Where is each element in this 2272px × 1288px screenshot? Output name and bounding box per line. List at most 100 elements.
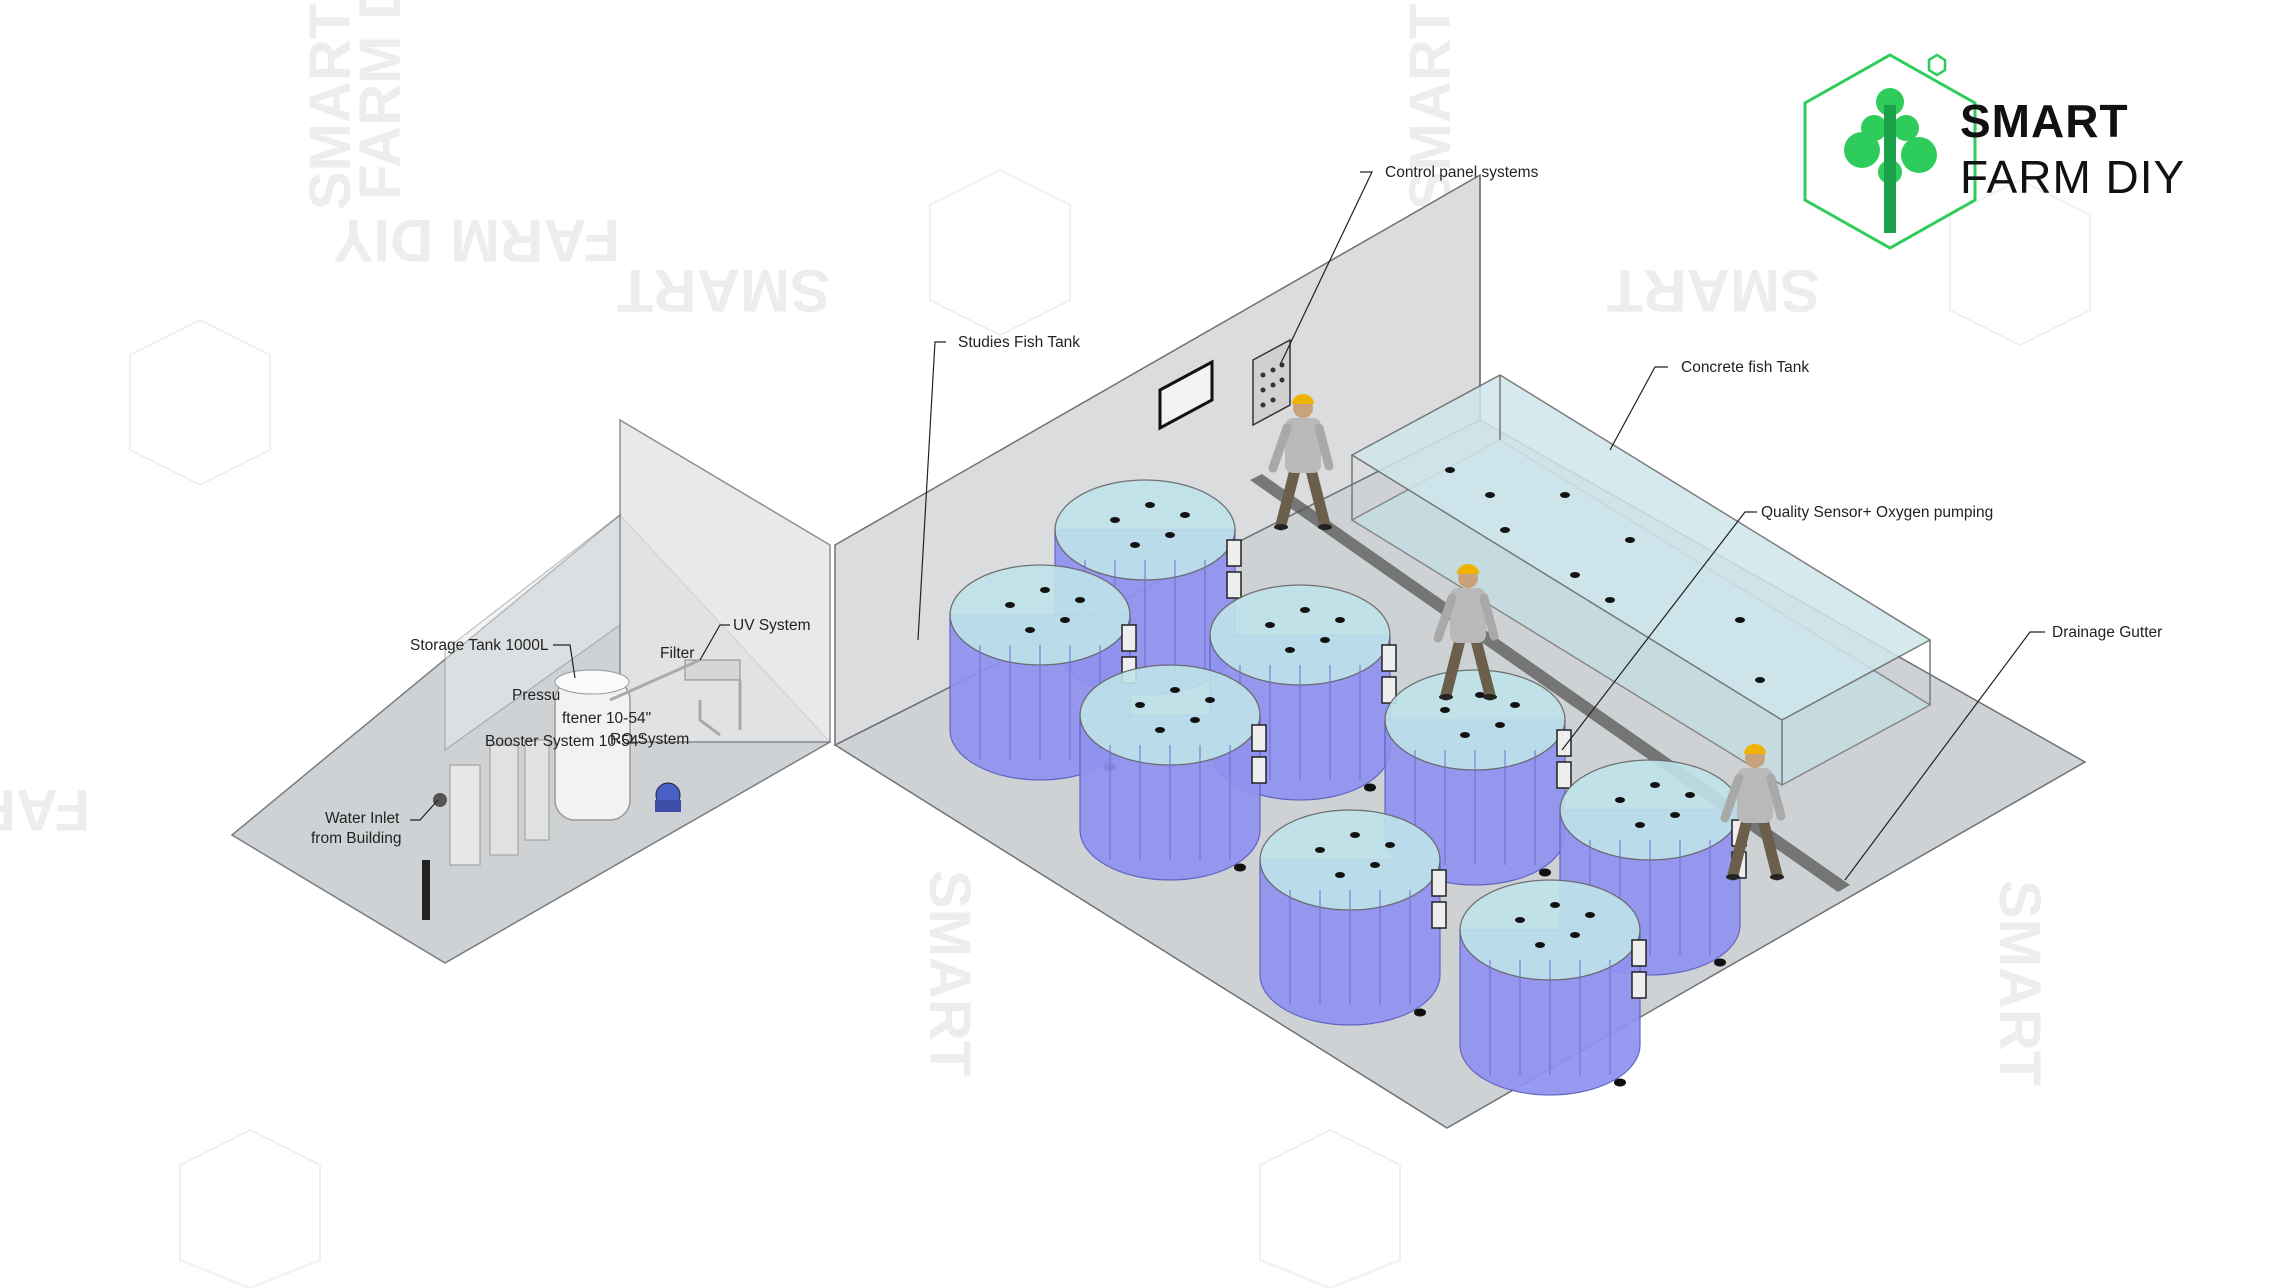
fish-tank bbox=[949, 564, 1137, 781]
fish bbox=[1300, 607, 1310, 613]
logo-small-hexagon bbox=[1927, 53, 1947, 77]
wall-monitor bbox=[1158, 359, 1214, 431]
fish bbox=[1515, 917, 1525, 923]
fish bbox=[1005, 602, 1015, 608]
water-treatment-room bbox=[230, 418, 832, 964]
drain-outlet bbox=[1364, 783, 1376, 792]
leader-quality-sensor bbox=[1561, 511, 1757, 751]
quality-sensor-box bbox=[1431, 869, 1447, 897]
plant-icon bbox=[1844, 88, 1937, 233]
watermark-text: FARM DIY bbox=[333, 207, 620, 274]
worker-arms bbox=[1268, 423, 1334, 473]
fish bbox=[1615, 797, 1625, 803]
watermark-text: SMART bbox=[1987, 880, 2052, 1086]
booster-system bbox=[449, 764, 481, 866]
studies-fish-tanks bbox=[949, 479, 1747, 1096]
worker-torso bbox=[1737, 768, 1773, 823]
annotation-labels: Control panel systems Studies Fish Tank … bbox=[311, 164, 2162, 847]
fish bbox=[1145, 502, 1155, 508]
watermark-text: SMART bbox=[298, 4, 363, 210]
watermark-hexagon bbox=[129, 318, 271, 487]
worker-shoe bbox=[1274, 524, 1288, 530]
workers bbox=[1268, 394, 1786, 881]
fish bbox=[1650, 782, 1660, 788]
watermark-text: SMART bbox=[617, 257, 830, 324]
label-uv-system: UV System bbox=[733, 617, 811, 634]
leader-storage-tank bbox=[553, 644, 576, 679]
drain-outlet bbox=[1714, 958, 1726, 967]
fish bbox=[1550, 902, 1560, 908]
oxygen-pump-box bbox=[1251, 756, 1267, 784]
watermark-text: SMART bbox=[1607, 257, 1820, 324]
label-water-inlet-1: Water Inlet bbox=[325, 810, 400, 827]
uv-system bbox=[684, 659, 741, 681]
fish bbox=[1180, 512, 1190, 518]
control-panel-buttons bbox=[1260, 362, 1285, 408]
quality-sensor-box bbox=[1556, 729, 1572, 757]
worker-legs bbox=[1275, 464, 1331, 531]
fish bbox=[1265, 622, 1275, 628]
fish bbox=[1170, 687, 1180, 693]
fish bbox=[1685, 792, 1695, 798]
watermark-text: SMART bbox=[1398, 4, 1463, 210]
watermark-hexagon bbox=[179, 1128, 321, 1288]
worker bbox=[1268, 394, 1334, 531]
fish bbox=[1155, 727, 1165, 733]
concrete-tank-fish bbox=[1445, 467, 1765, 683]
fish bbox=[1130, 542, 1140, 548]
drain-outlet bbox=[1414, 1008, 1426, 1017]
hard-hat-icon bbox=[1292, 394, 1314, 404]
label-pressure: Pressu bbox=[512, 687, 560, 704]
drain-outlet bbox=[1539, 868, 1551, 877]
label-ro-system: RO System bbox=[610, 731, 689, 748]
room-glass-wall bbox=[444, 513, 621, 752]
oxygen-pump-box bbox=[1631, 971, 1647, 999]
worker-arms bbox=[1720, 773, 1786, 823]
hard-hat-icon bbox=[1744, 744, 1766, 754]
fish bbox=[1585, 912, 1595, 918]
worker-torso bbox=[1285, 418, 1321, 473]
watermark-hexagon bbox=[1259, 1128, 1401, 1288]
fish bbox=[1460, 732, 1470, 738]
brand-logo: SMART FARM DIY bbox=[1803, 53, 2184, 250]
worker-shoe bbox=[1483, 694, 1497, 700]
quality-sensor-box bbox=[1121, 624, 1137, 652]
watermark-text: FARM DIY bbox=[0, 777, 90, 842]
label-quality-sensor: Quality Sensor+ Oxygen pumping bbox=[1761, 504, 1993, 521]
storage-tank-top bbox=[554, 669, 630, 695]
fish bbox=[1570, 932, 1580, 938]
fish bbox=[1385, 842, 1395, 848]
leader-control-panel bbox=[1279, 171, 1373, 366]
worker-shoe bbox=[1726, 874, 1740, 880]
water-inlet-pipe bbox=[433, 793, 447, 807]
label-drainage: Drainage Gutter bbox=[2052, 624, 2162, 641]
fish bbox=[1350, 832, 1360, 838]
worker bbox=[1720, 744, 1786, 881]
worker-shoe bbox=[1439, 694, 1453, 700]
inlet-handle bbox=[422, 860, 430, 920]
filter-cylinder bbox=[524, 739, 550, 841]
ro-pump-base bbox=[655, 800, 681, 812]
fish bbox=[1205, 697, 1215, 703]
leader-uv-system bbox=[699, 624, 730, 661]
fish-tank bbox=[1079, 664, 1267, 881]
label-softener: ftener 10-54" bbox=[562, 710, 651, 727]
label-storage-tank: Storage Tank 1000L bbox=[410, 637, 549, 654]
worker-legs bbox=[1727, 814, 1783, 881]
oxygen-pump-box bbox=[1556, 761, 1572, 789]
label-water-inlet-2: from Building bbox=[311, 830, 401, 847]
fish bbox=[1320, 637, 1330, 643]
storage-tank bbox=[554, 679, 631, 821]
fish bbox=[1475, 692, 1485, 698]
watermark-text: SMART bbox=[917, 870, 982, 1076]
worker-shoe bbox=[1318, 524, 1332, 530]
label-concrete-tank: Concrete fish Tank bbox=[1681, 359, 1809, 376]
quality-sensor-box bbox=[1631, 939, 1647, 967]
worker-shoe bbox=[1770, 874, 1784, 880]
fish bbox=[1440, 707, 1450, 713]
worker-legs bbox=[1440, 634, 1496, 701]
leader-drainage bbox=[1844, 631, 2045, 881]
label-filter: Filter bbox=[660, 645, 694, 662]
fish-tank bbox=[1459, 879, 1647, 1096]
